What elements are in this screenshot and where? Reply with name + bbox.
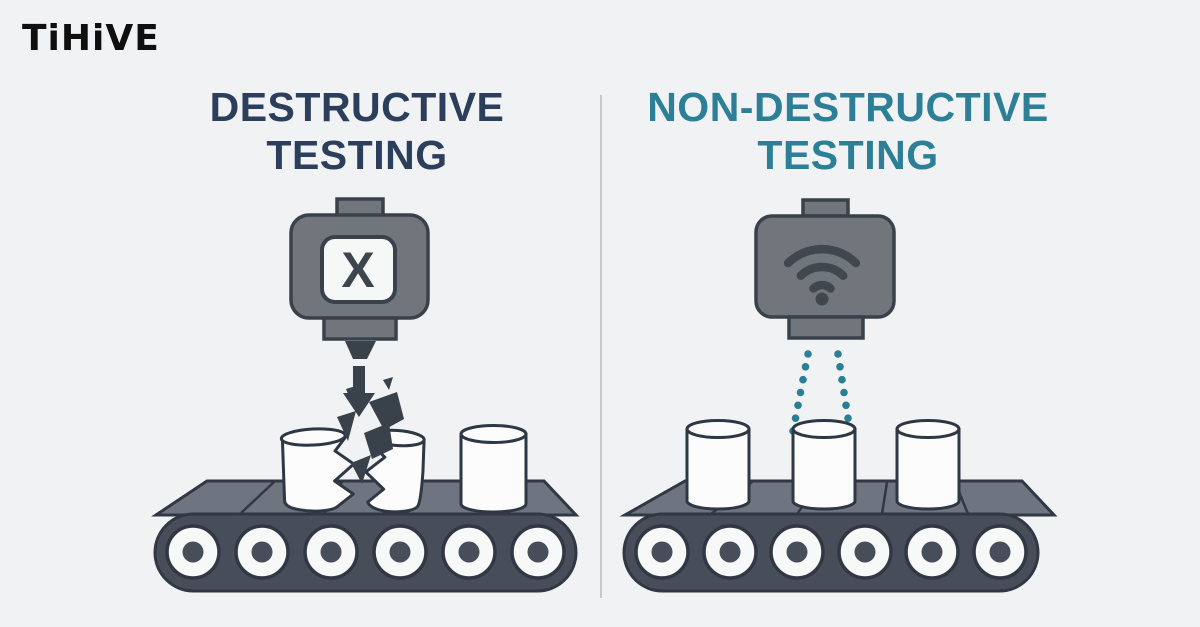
belt-rollers xyxy=(634,524,1028,580)
destructive-title-line1: DESTRUCTIVE xyxy=(209,84,505,130)
wifi-scanner-machine-icon xyxy=(754,198,896,340)
machine-neck xyxy=(787,315,865,340)
intact-container xyxy=(459,424,528,514)
intact-container xyxy=(791,419,857,511)
destructive-testing-title: DESTRUCTIVE TESTING xyxy=(137,84,577,179)
tihive-logo: TiHiVE xyxy=(22,18,160,59)
intact-container xyxy=(685,419,751,511)
crack-shards xyxy=(337,377,404,484)
machine-nozzle xyxy=(345,341,376,359)
non-destructive-title-line1: NON-DESTRUCTIVE xyxy=(647,84,1049,130)
destructive-illustration: X xyxy=(151,197,580,593)
cracked-container-left-piece xyxy=(279,427,356,513)
wifi-icon xyxy=(783,244,861,306)
non-destructive-testing-title: NON-DESTRUCTIVE TESTING xyxy=(628,84,1068,179)
destructive-title-line2: TESTING xyxy=(266,131,448,178)
intact-container xyxy=(895,419,961,511)
machine-screen xyxy=(320,235,397,304)
belt-seam xyxy=(239,481,275,515)
panel-divider xyxy=(600,95,602,598)
x-screen-label: X xyxy=(341,242,374,298)
machine-neck xyxy=(322,316,398,341)
machine-top-tab xyxy=(801,198,850,218)
non-destructive-title-line2: TESTING xyxy=(757,131,939,178)
cracked-container xyxy=(279,377,426,514)
belt-seam xyxy=(880,481,889,515)
non-destructive-illustration xyxy=(619,198,1058,593)
x-press-tester-machine-icon: X xyxy=(289,197,430,359)
belt-rollers xyxy=(165,524,566,580)
